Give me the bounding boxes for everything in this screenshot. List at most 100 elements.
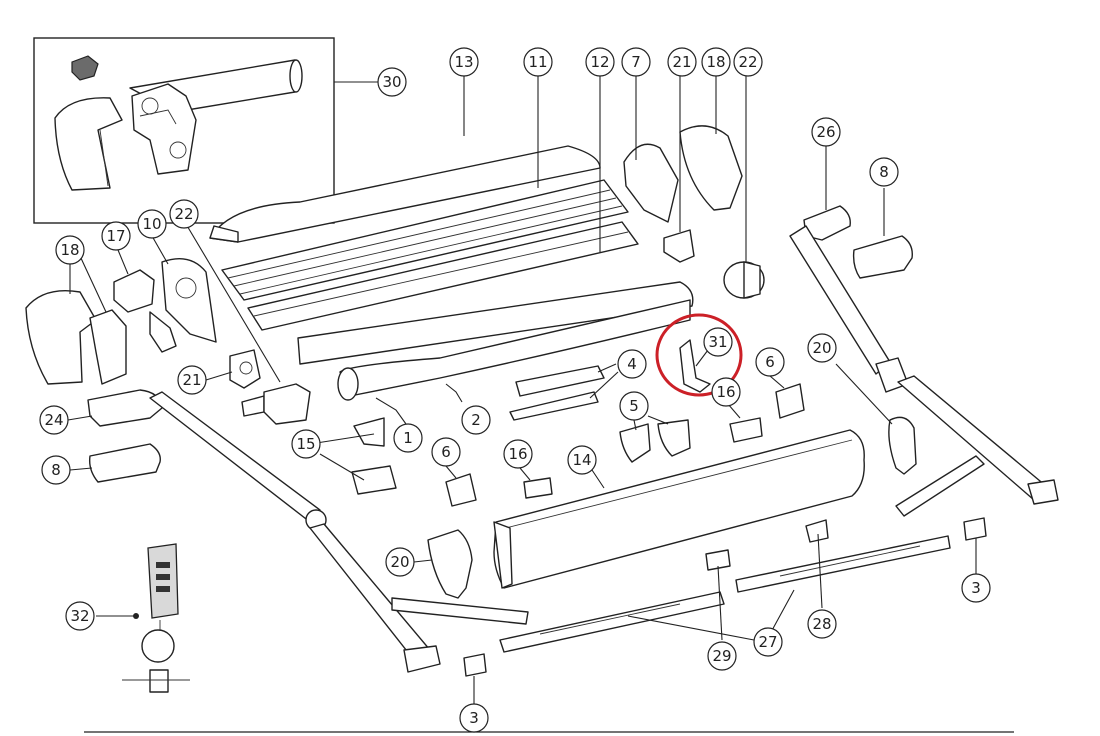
svg-text:15: 15	[296, 435, 315, 453]
callout-27: 27	[753, 627, 783, 657]
callout-28: 28	[807, 609, 837, 639]
callout-6-right: 6	[755, 347, 785, 377]
svg-text:3: 3	[971, 579, 981, 597]
svg-text:20: 20	[390, 553, 409, 571]
part-16-left	[523, 477, 553, 499]
svg-text:13: 13	[454, 53, 473, 71]
rail-27	[499, 591, 725, 653]
callout-31: 31	[703, 327, 733, 357]
callout-20-left: 20	[385, 547, 415, 577]
clip-3-bottom	[463, 653, 487, 677]
svg-text:4: 4	[627, 355, 637, 373]
callout-6-left: 6	[431, 437, 461, 467]
cap-8-left	[88, 443, 161, 483]
svg-text:17: 17	[106, 227, 125, 245]
callout-32: 32	[65, 601, 95, 631]
svg-text:16: 16	[508, 445, 527, 463]
callout-13: 13	[449, 47, 479, 77]
svg-text:24: 24	[44, 411, 63, 429]
svg-text:28: 28	[812, 615, 831, 633]
cap-8-right	[852, 235, 913, 279]
svg-text:6: 6	[765, 353, 775, 371]
callout-4: 4	[617, 349, 647, 379]
svg-text:7: 7	[631, 53, 641, 71]
callout-22-top: 22	[733, 47, 763, 77]
svg-text:30: 30	[382, 73, 401, 91]
inset-detail-box	[33, 37, 335, 224]
callout-24: 24	[39, 405, 69, 435]
end-cap-18-left	[25, 290, 127, 385]
end-caps-5	[619, 419, 691, 463]
svg-text:2: 2	[471, 411, 481, 429]
callout-12: 12	[585, 47, 615, 77]
svg-text:31: 31	[708, 333, 727, 351]
callout-18-left: 18	[55, 235, 85, 265]
side-plate-10	[161, 258, 217, 343]
callout-10: 10	[137, 209, 167, 239]
callout-18-top: 18	[701, 47, 731, 77]
svg-text:18: 18	[60, 241, 79, 259]
bracket-21-left	[229, 349, 261, 389]
end-cap-20-left	[427, 529, 473, 599]
rail-28	[735, 535, 951, 593]
callout-15: 15	[291, 429, 321, 459]
svg-text:21: 21	[672, 53, 691, 71]
svg-text:16: 16	[716, 383, 735, 401]
callout-26: 26	[811, 117, 841, 147]
cassette-cover-13	[209, 145, 601, 243]
highlight-ring-31	[655, 313, 743, 397]
callout-20-right: 20	[807, 333, 837, 363]
clip-28-top	[805, 519, 829, 543]
svg-text:22: 22	[174, 205, 193, 223]
motor-17	[113, 269, 177, 353]
left-folding-arm	[149, 391, 529, 673]
svg-text:21: 21	[182, 371, 201, 389]
callout-7: 7	[621, 47, 651, 77]
part-15	[351, 417, 397, 495]
roller-tube-1	[337, 299, 691, 401]
bracket-21-right	[663, 229, 695, 263]
callout-29: 29	[707, 641, 737, 671]
svg-text:6: 6	[441, 443, 451, 461]
end-cap-20-right	[888, 416, 917, 475]
svg-text:27: 27	[758, 633, 777, 651]
svg-text:20: 20	[812, 339, 831, 357]
svg-text:12: 12	[590, 53, 609, 71]
end-cap-18-right	[679, 125, 743, 211]
callout-14: 14	[567, 445, 597, 475]
callout-3-bottom: 3	[459, 703, 489, 733]
callout-17: 17	[101, 221, 131, 251]
callout-16-left: 16	[503, 439, 533, 469]
part-6-right	[775, 383, 805, 419]
arm-joint-26	[803, 205, 851, 241]
arm-joint-24	[87, 389, 163, 427]
drive-22-right	[723, 261, 765, 299]
callout-22-left: 22	[169, 199, 199, 229]
callout-21-top: 21	[667, 47, 697, 77]
callout-11: 11	[523, 47, 553, 77]
svg-text:11: 11	[528, 53, 547, 71]
callout-21-left: 21	[177, 365, 207, 395]
callout-1: 1	[393, 423, 423, 453]
callout-5: 5	[619, 391, 649, 421]
svg-text:14: 14	[572, 451, 591, 469]
callout-8-right: 8	[869, 157, 899, 187]
rail-4	[509, 365, 605, 421]
callout-3-right: 3	[961, 573, 991, 603]
svg-text:18: 18	[706, 53, 725, 71]
svg-text:29: 29	[712, 647, 731, 665]
svg-text:22: 22	[738, 53, 757, 71]
part-16-right	[729, 417, 763, 443]
bracket-7	[623, 143, 679, 223]
svg-text:32: 32	[70, 607, 89, 625]
front-bar-14	[493, 429, 865, 589]
svg-text:26: 26	[816, 123, 835, 141]
callout-2: 2	[461, 405, 491, 435]
part-6-left	[445, 473, 477, 507]
leader-lines	[67, 76, 977, 706]
callout-8-left: 8	[41, 455, 71, 485]
clip-29	[705, 549, 731, 571]
callout-30: 30	[377, 67, 407, 97]
svg-text:1: 1	[403, 429, 413, 447]
part-31-highlighted	[679, 339, 711, 393]
